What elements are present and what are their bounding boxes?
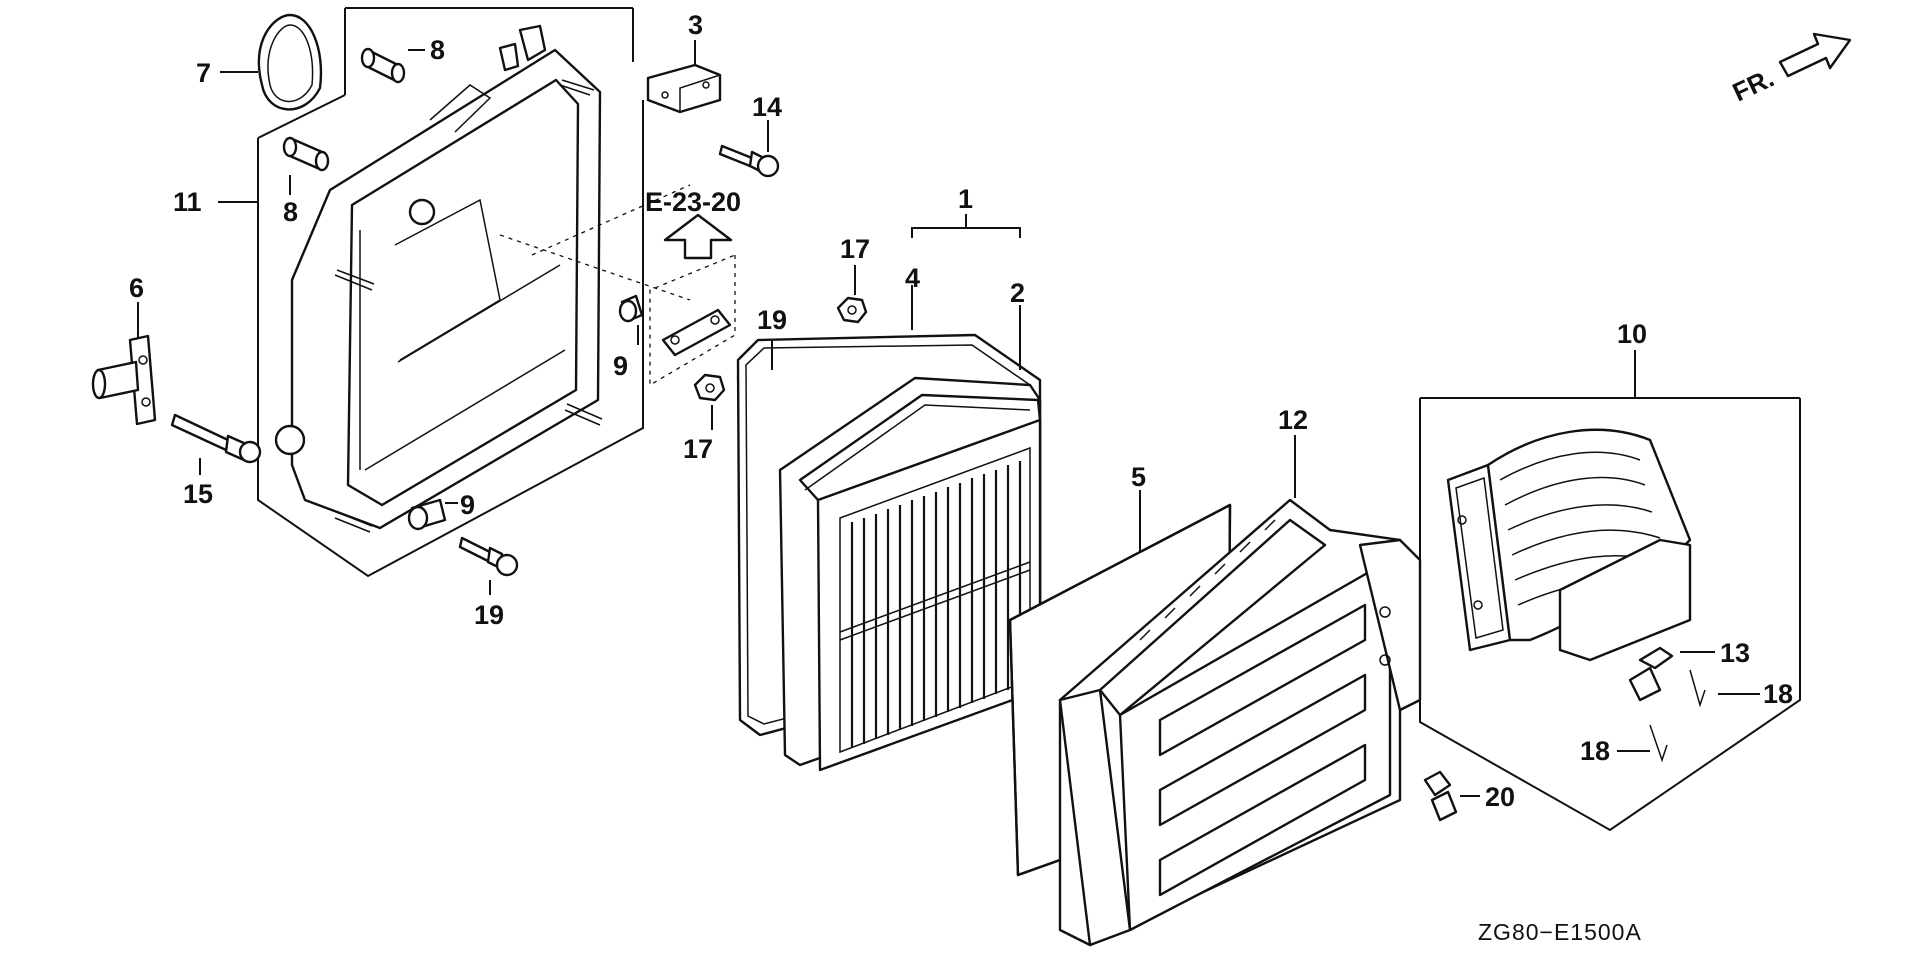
bolt-15 xyxy=(170,413,262,464)
filter-element xyxy=(778,376,1042,772)
callout-8-middle: 8 xyxy=(283,197,298,227)
bracket xyxy=(646,63,722,114)
callout-13: 13 xyxy=(1720,638,1750,668)
callout-15: 15 xyxy=(183,479,213,509)
housing-group-outline xyxy=(257,7,644,578)
nut-17-lower xyxy=(693,373,726,402)
callout-9-lower: 9 xyxy=(460,490,475,520)
nut-17-upper xyxy=(836,296,868,324)
air-cleaner-case xyxy=(274,24,603,533)
front-direction-arrow-icon xyxy=(1778,32,1852,78)
collar-middle xyxy=(282,136,330,172)
collar-top xyxy=(360,47,406,84)
callout-labels: 1 2 3 4 5 6 7 8 8 9 9 10 11 12 13 14 15 … xyxy=(129,10,1793,812)
callout-3: 3 xyxy=(688,10,703,40)
callout-2: 2 xyxy=(1010,278,1025,308)
callout-20: 20 xyxy=(1485,782,1515,812)
callout-14: 14 xyxy=(752,92,782,122)
stay-plate xyxy=(661,308,732,357)
air-cleaner-cover xyxy=(1058,498,1422,947)
hidden-reference-lines xyxy=(499,184,736,387)
clip-13 xyxy=(1628,646,1674,702)
callout-17-lower: 17 xyxy=(683,434,713,464)
callout-19-upper: 19 xyxy=(757,305,787,335)
callout-17-upper: 17 xyxy=(840,234,870,264)
duct-group-outline xyxy=(1419,398,1801,832)
callout-11: 11 xyxy=(173,187,202,217)
reference-arrow-icon xyxy=(663,213,733,260)
callout-4: 4 xyxy=(905,263,920,293)
grommet-lower xyxy=(407,498,447,531)
breather-pipe xyxy=(91,334,157,426)
bolt-14 xyxy=(718,144,780,178)
callout-10: 10 xyxy=(1617,319,1647,349)
bolt-19-bottom xyxy=(458,536,519,577)
air-intake-duct xyxy=(1446,428,1692,662)
grommet-upper xyxy=(618,294,644,323)
front-direction-label: FR. xyxy=(1728,63,1779,108)
pin-18-lower xyxy=(1649,724,1668,763)
callout-18-upper: 18 xyxy=(1763,679,1793,709)
callout-7: 7 xyxy=(196,58,211,88)
callout-5: 5 xyxy=(1131,462,1146,492)
callout-9-upper: 9 xyxy=(613,351,628,381)
diagram-code: ZG80−E1500A xyxy=(1478,919,1642,945)
callout-8-top: 8 xyxy=(430,35,445,65)
reference-code: E-23-20 xyxy=(645,187,741,217)
callout-19-lower: 19 xyxy=(474,600,504,630)
callout-12: 12 xyxy=(1278,405,1308,435)
callout-6: 6 xyxy=(129,273,144,303)
leader-lines xyxy=(137,40,1800,797)
callout-18-lower: 18 xyxy=(1580,736,1610,766)
callout-1: 1 xyxy=(958,184,973,214)
clip-20 xyxy=(1423,770,1458,822)
pin-18-upper xyxy=(1689,669,1706,708)
